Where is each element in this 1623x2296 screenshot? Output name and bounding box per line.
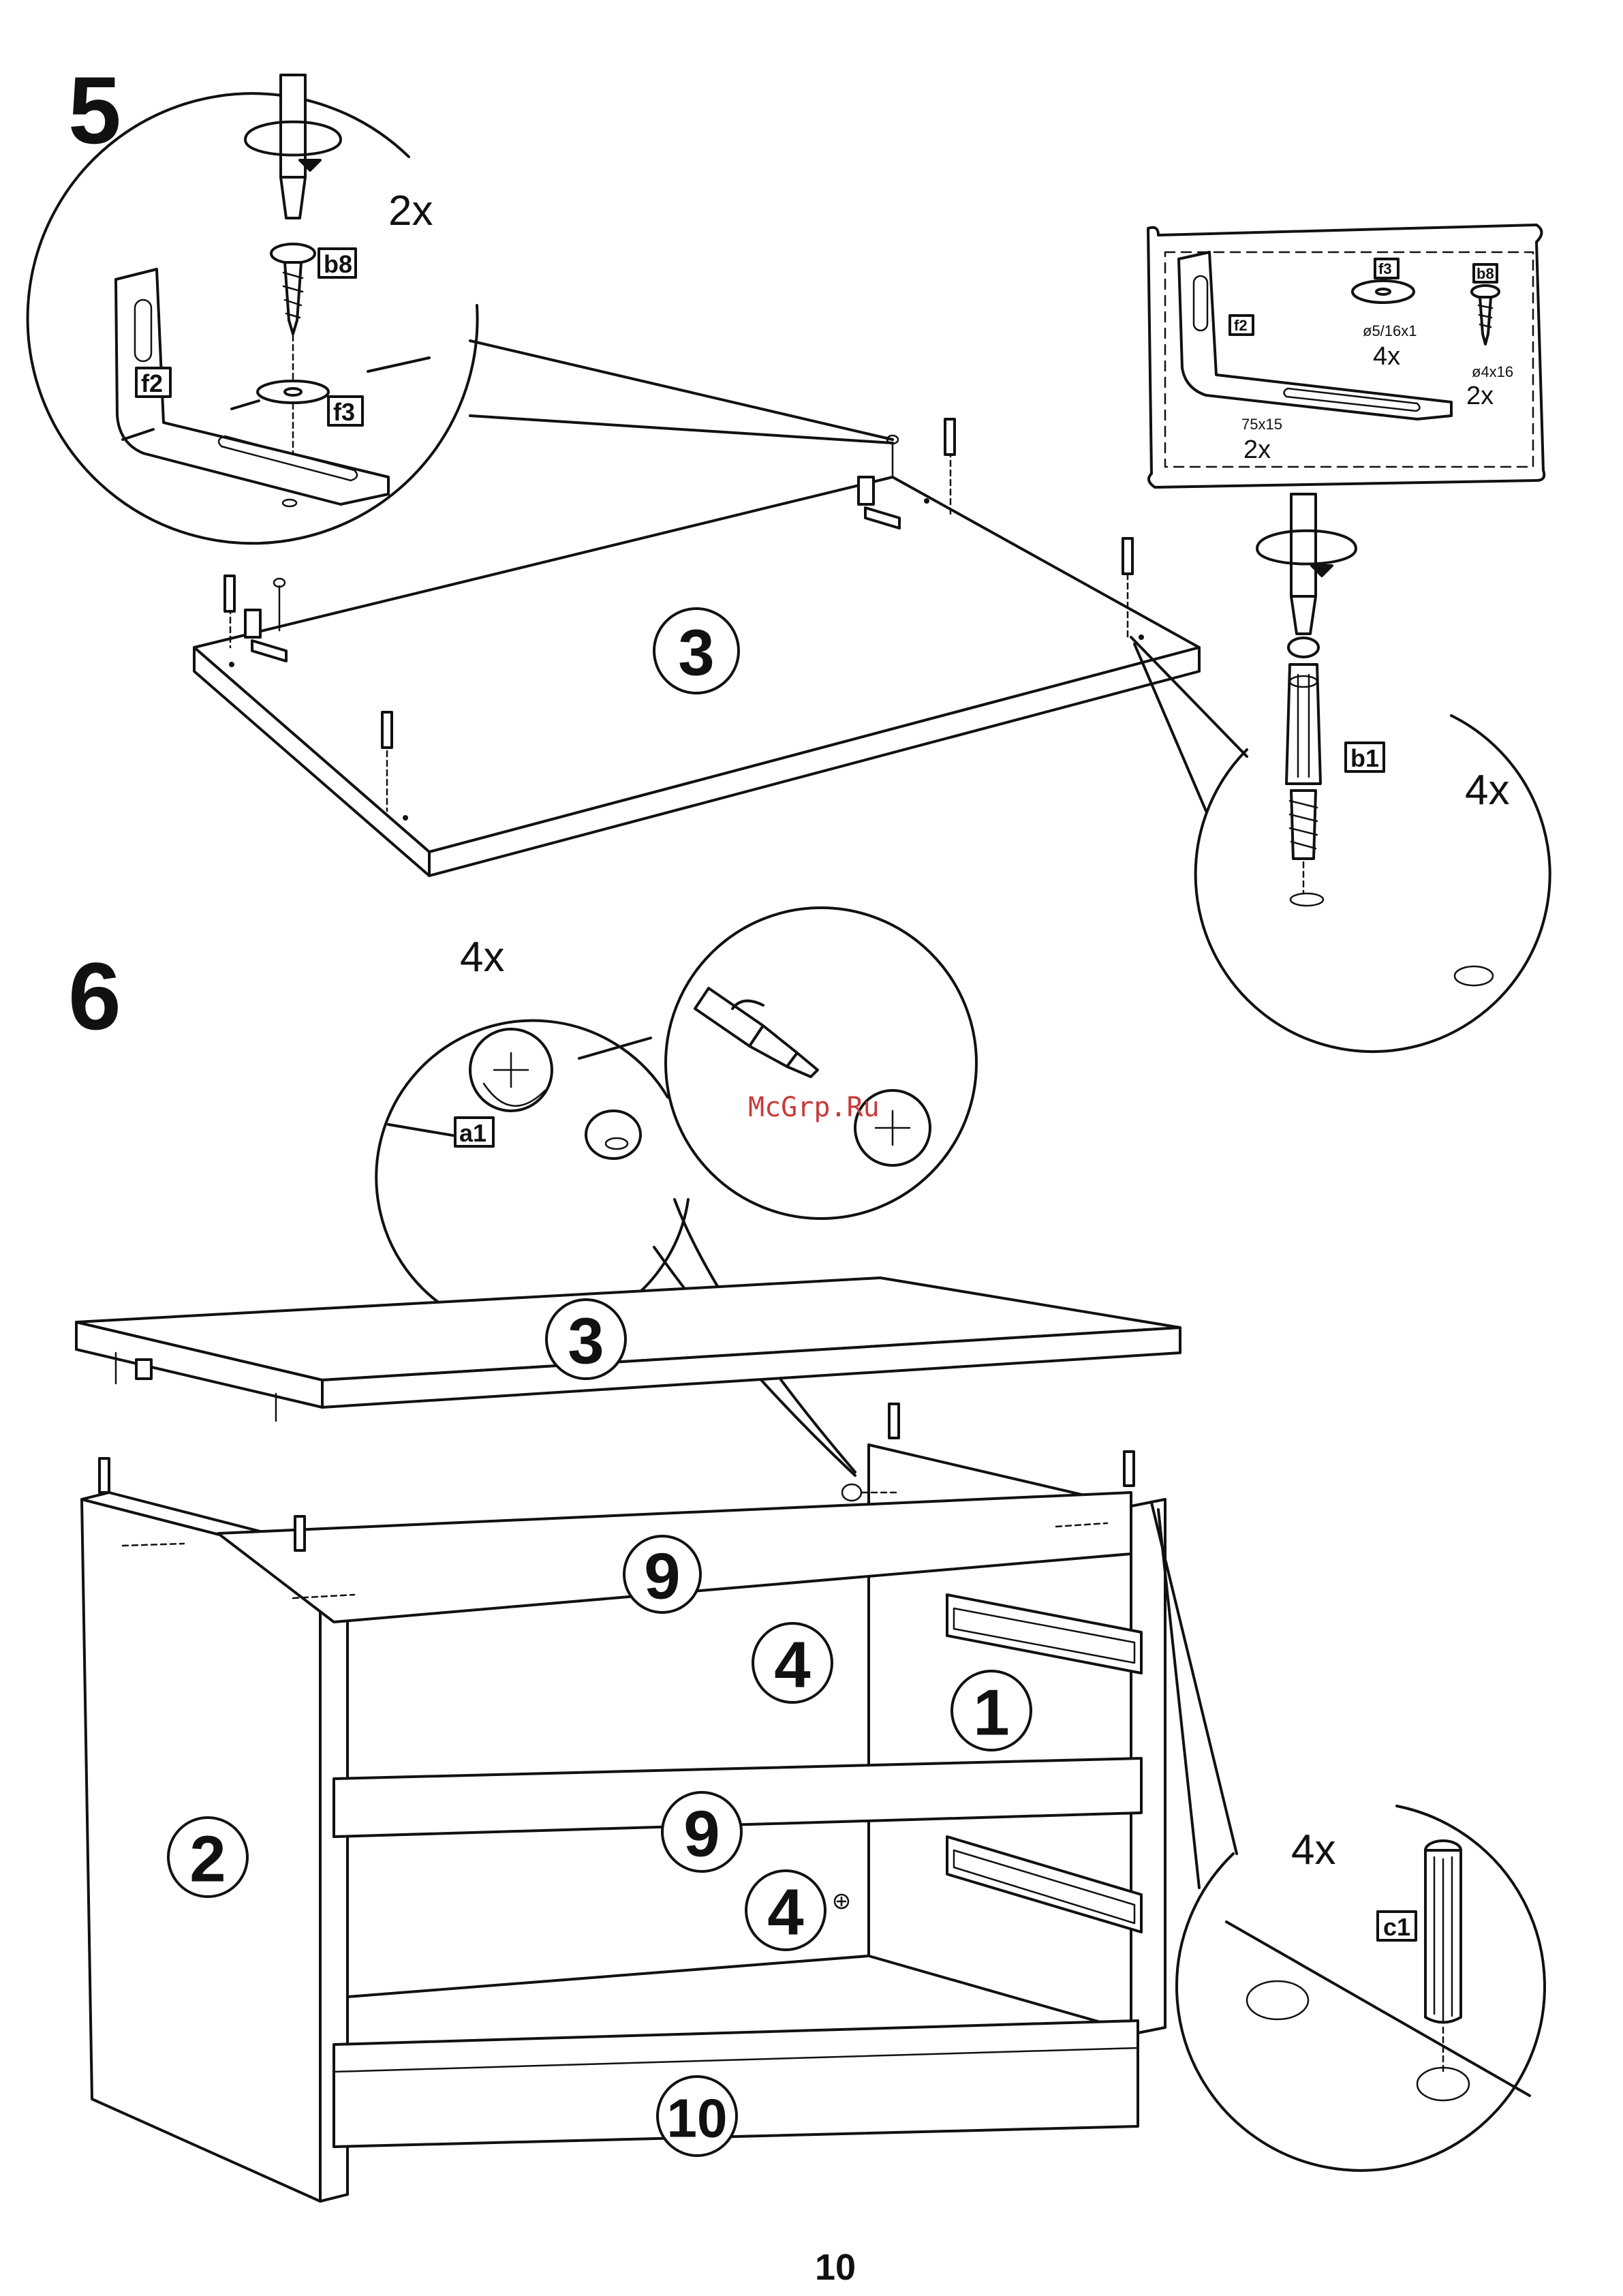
bracket-quantity: 2x [1243, 435, 1271, 464]
panel-number-rail-middle: 9 [683, 1798, 720, 1871]
screwdriver-icon [1257, 494, 1356, 634]
top-panel-step6: 3 [76, 1278, 1180, 1421]
cabinet-carcass: 2 9 4 1 9 4 [82, 1404, 1165, 2201]
step5-dowel-detail-circle: b1 4x [1131, 494, 1550, 1052]
panel-number-rail-upper: 9 [644, 1540, 680, 1613]
screw-quantity: 2x [1466, 382, 1494, 410]
svg-text:f3: f3 [1378, 260, 1392, 277]
washer-quantity: 4x [1373, 342, 1400, 371]
quantity-label: 2x [388, 187, 433, 234]
part-tag-a1: a1 [455, 1118, 493, 1147]
svg-text:b8: b8 [324, 250, 352, 278]
svg-text:b1: b1 [1350, 744, 1379, 772]
svg-text:f2: f2 [141, 369, 163, 397]
part-tag-f2-box: f2 [1230, 316, 1253, 335]
quantity-label: 4x [1465, 767, 1509, 814]
panel-number-top: 3 [568, 1305, 604, 1378]
panel-number-back-upper: 4 [774, 1629, 810, 1702]
part-tag-f3-box: f3 [1375, 259, 1398, 278]
dowel-screw-icon [1286, 638, 1320, 859]
svg-text:a1: a1 [459, 1119, 486, 1147]
bracket-dimension: 75x15 [1241, 416, 1282, 433]
screw-dimension: ø4x16 [1472, 363, 1513, 380]
cam-bolt-icon [586, 1111, 640, 1159]
screwdriver-icon [245, 75, 341, 218]
quantity-label: 4x [1291, 1826, 1335, 1873]
part-tag-c1: c1 [1378, 1912, 1416, 1941]
part-tag-b8-box: b8 [1474, 264, 1497, 282]
step-number-5: 5 [68, 57, 121, 164]
screwdriver-icon [695, 988, 818, 1077]
screw-icon [271, 244, 315, 334]
part-tag-f3: f3 [328, 397, 362, 426]
step6-pin-detail-circle: c1 4x [1151, 1503, 1545, 2171]
part-tag-f2: f2 [136, 368, 170, 397]
step5-screw-detail-circle: 2x b8 f2 f3 [28, 75, 893, 543]
hardware-parts-box: f2 f3 b8 ø5/16x1 4x ø4x16 2x 75x15 2x [1148, 225, 1544, 487]
wooden-dowel-icon [1425, 1841, 1461, 2023]
svg-text:c1: c1 [1383, 1913, 1410, 1941]
part-tag-b8: b8 [319, 249, 356, 278]
svg-text:f3: f3 [333, 398, 355, 426]
panel-number-side-right: 1 [973, 1677, 1009, 1749]
panel-number-back-lower: 4 [767, 1876, 803, 1949]
cam-lock-icon [470, 1029, 552, 1111]
part-tag-b1: b1 [1346, 743, 1384, 772]
washer-icon [258, 381, 328, 403]
quantity-label: 4x [460, 934, 504, 981]
panel-number-side-left: 2 [189, 1823, 226, 1896]
panel-number-top: 3 [678, 617, 714, 690]
watermark: McGrp.Ru [748, 1092, 880, 1123]
washer-icon [1352, 281, 1414, 303]
svg-text:b8: b8 [1477, 265, 1494, 282]
washer-dimension: ø5/16x1 [1363, 322, 1417, 339]
page-number: 10 [815, 2247, 856, 2288]
svg-text:f2: f2 [1234, 317, 1248, 334]
step6-screwdriver-detail-circle [666, 908, 976, 1219]
step-number-6: 6 [68, 943, 121, 1050]
panel-number-plinth: 10 [667, 2088, 728, 2149]
